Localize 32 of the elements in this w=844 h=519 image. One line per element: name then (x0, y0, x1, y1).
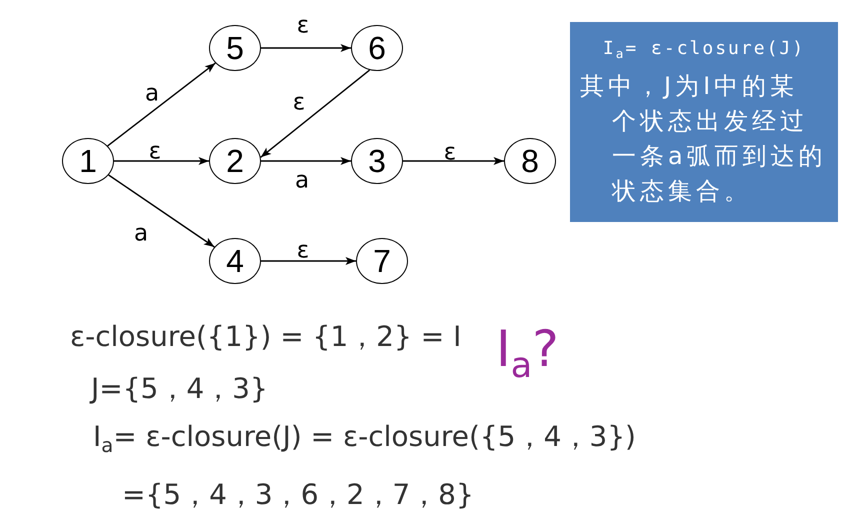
edge-label: ε (292, 92, 306, 114)
description-text: 其中，J为I中的某个状态出发经过一条a弧而到达的状态集合。 (580, 71, 828, 207)
edge-label: ε (296, 240, 310, 262)
equation-text: I$_{a}$= ε-closure(J) = ε-closure({5，4，3}) (93, 420, 636, 454)
equation-text: J={5，4，3} (91, 372, 268, 406)
note-box (570, 22, 838, 222)
edge-label: a (144, 82, 160, 106)
state-circle: 3 (351, 138, 403, 184)
equation-text: ε-closure({1}) = {1，2} = I (70, 320, 462, 354)
arrow (261, 44, 351, 52)
state-circle: 7 (356, 238, 408, 284)
edge-label: a (134, 222, 148, 246)
question-text: I$_{a}$? (496, 319, 559, 379)
edge-label: ε (444, 142, 456, 164)
arrow (107, 62, 216, 146)
arrow (261, 157, 351, 165)
state-circle: 4 (209, 238, 261, 284)
state-circle: 6 (351, 25, 403, 71)
edge-label: ε (148, 140, 162, 164)
arrow (114, 157, 209, 165)
state-circle: 8 (504, 138, 556, 184)
formula-heading: I$_{a}$= ε-closure(J) (602, 37, 806, 63)
edge-label: a (294, 170, 310, 192)
equation-text: ={5，4，3，6，2，7，8} (122, 478, 474, 512)
arrow (108, 174, 215, 248)
arrow (260, 70, 370, 158)
state-circle: 5 (209, 25, 261, 71)
state-circle: 1 (62, 138, 114, 184)
edge-label: ε (296, 14, 310, 38)
state-circle: 2 (209, 138, 261, 184)
arrow (403, 157, 504, 165)
arrow (261, 257, 356, 265)
